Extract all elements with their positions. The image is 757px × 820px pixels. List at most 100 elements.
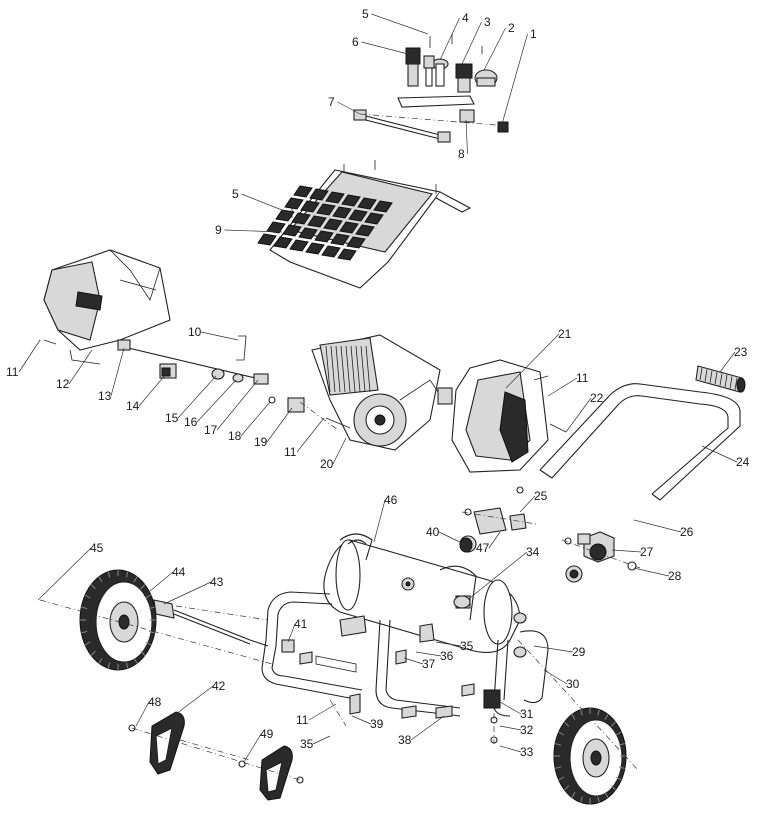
tire-tread	[571, 714, 576, 720]
callout-label-25: 25	[534, 489, 548, 503]
callout-leader-41	[287, 623, 296, 643]
callout-leader-25	[519, 495, 536, 513]
motor-fin	[325, 345, 331, 393]
vent-cell	[364, 212, 384, 225]
callout-leader-20	[332, 437, 347, 465]
tire-tread	[564, 721, 570, 727]
callout-label-37: 37	[422, 657, 436, 671]
motor-fin	[345, 345, 351, 393]
callout-leader-11	[308, 703, 337, 721]
vent-cell	[346, 236, 366, 249]
callout-leader-12	[68, 349, 93, 385]
callout-label-11: 11	[6, 365, 19, 379]
callout-leader-32	[499, 725, 522, 731]
vent-cell	[273, 236, 293, 249]
callout-leader-35	[435, 641, 462, 647]
grip-ridge	[719, 373, 723, 386]
callout-leader-27	[611, 549, 642, 553]
callout-label-23: 23	[734, 345, 748, 359]
callout-label-8: 8	[458, 147, 465, 161]
vent-cell	[257, 233, 277, 246]
grip-ridge	[734, 377, 738, 390]
tire-tread	[597, 796, 600, 803]
tire-tread	[107, 662, 111, 669]
callout-label-9: 9	[215, 223, 222, 237]
tire-tread	[618, 766, 625, 769]
vent-cell	[325, 191, 345, 204]
motor-fin	[360, 345, 366, 393]
tire-tread	[84, 641, 91, 646]
callout-label-24: 24	[736, 455, 750, 469]
callout-label-20: 20	[320, 457, 334, 471]
vent-cell	[314, 230, 334, 243]
tire-tread	[558, 731, 565, 736]
callout-label-1: 1	[530, 27, 537, 41]
callout-label-35: 35	[460, 639, 474, 653]
vent-cell	[300, 200, 320, 213]
callout-label-33: 33	[520, 745, 534, 759]
callout-leader-11	[547, 377, 578, 397]
tire-tread	[133, 576, 138, 583]
callout-label-11: 11	[284, 445, 297, 459]
tire-tread	[81, 630, 88, 634]
callout-label-45: 45	[90, 541, 104, 555]
tire-tread	[558, 776, 565, 781]
callout-leader-40	[438, 531, 465, 545]
callout-leader-46	[373, 499, 386, 543]
grip-ridge	[704, 369, 708, 382]
tire-tread	[125, 571, 129, 578]
callout-label-22: 22	[590, 391, 604, 405]
callout-leader-19	[266, 407, 293, 443]
vent-cell	[355, 224, 375, 237]
callout-label-26: 26	[680, 525, 694, 539]
vent-cell	[341, 194, 361, 207]
callout-label-3: 3	[484, 15, 491, 29]
grip-ridge	[729, 376, 733, 389]
motor-shroud-left	[43, 249, 171, 365]
callout-label-30: 30	[566, 677, 580, 691]
vent-cell	[298, 227, 318, 240]
callout-leader-38	[410, 715, 445, 741]
motor-fin	[365, 345, 371, 393]
callout-label-44: 44	[172, 565, 186, 579]
callout-label-32: 32	[520, 723, 534, 737]
callout-label-39: 39	[370, 717, 384, 731]
vent-cell	[309, 188, 329, 201]
callout-label-49: 49	[260, 727, 274, 741]
handle-assembly	[539, 365, 746, 501]
vent-cell	[289, 239, 309, 252]
vent-cell	[330, 233, 350, 246]
vent-cell	[321, 245, 341, 258]
callout-leader-1	[501, 33, 528, 125]
callout-leader-3	[461, 21, 482, 65]
callout-label-40: 40	[426, 525, 440, 539]
callout-leader-22	[565, 397, 592, 433]
tire-tread	[615, 776, 622, 781]
callout-label-16: 16	[184, 415, 198, 429]
vent-cell	[291, 212, 311, 225]
callout-leader-24	[701, 445, 738, 463]
tire-tread	[564, 785, 570, 791]
callout-leader-33	[499, 745, 522, 753]
assembly-centerlines	[39, 113, 641, 781]
callout-label-19: 19	[254, 435, 268, 449]
callout-label-4: 4	[462, 11, 469, 25]
tire-tread	[90, 650, 96, 656]
tire-tread	[618, 743, 625, 746]
callout-label-46: 46	[384, 493, 398, 507]
cover-vent-grid	[257, 185, 393, 261]
callout-leader-35	[312, 735, 331, 745]
frame-cage	[261, 533, 549, 719]
motor-assembly	[311, 334, 453, 451]
grip-ridge	[709, 370, 713, 383]
callout-leader-21	[505, 333, 560, 389]
callout-leader-28	[633, 567, 670, 577]
callout-leader-16	[196, 379, 237, 423]
motor-fin	[340, 345, 346, 393]
callout-label-29: 29	[572, 645, 586, 659]
pump-cover	[451, 359, 567, 473]
callout-leader-6	[361, 41, 409, 55]
callout-leader-5	[241, 193, 293, 215]
